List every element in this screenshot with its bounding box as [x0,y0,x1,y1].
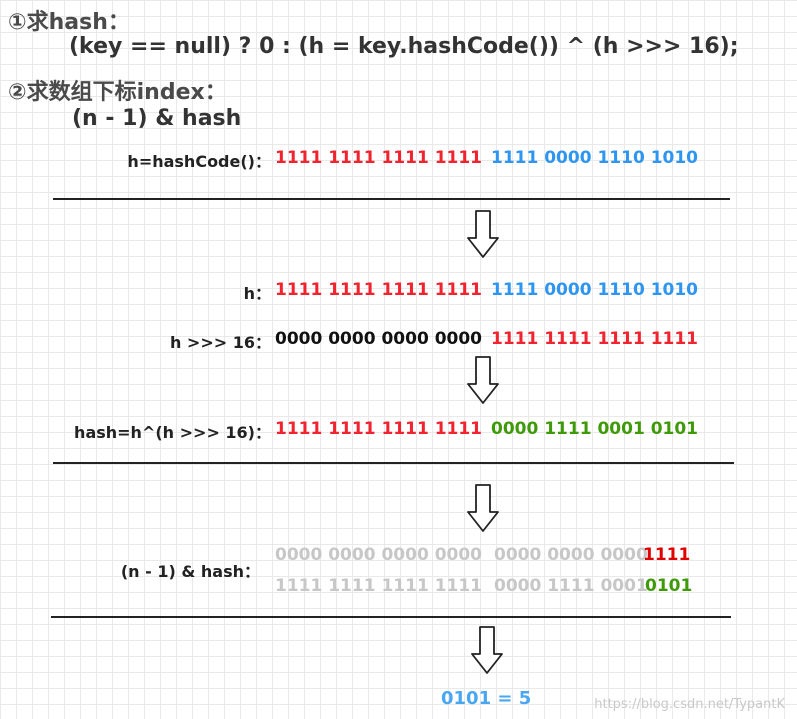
row-andop-line2-high: 1111 1111 1111 1111 [275,576,483,596]
row-andop-label: (n - 1) & hash： [120,562,260,581]
row-andop-line2-low: 0000 1111 0001 [494,576,648,596]
row-andop-line2-tail: 0101 [645,576,693,596]
row-andop-line1-low: 0000 0000 0000 [494,545,648,565]
row-hash-high: 1111 1111 1111 1111 [275,419,483,439]
watermark: https://blog.csdn.net/TypantK [594,697,785,712]
row-hashcode-high: 1111 1111 1111 1111 [275,148,483,168]
result-value: 0101 = 5 [441,688,532,709]
divider-3 [51,616,731,618]
down-arrow-icon [467,484,499,532]
row-shift-label: h >>> 16： [169,333,271,352]
step1-formula: (key == null) ? 0 : (h = key.hashCode())… [69,34,739,59]
row-h-low: 1111 0000 1110 1010 [491,280,699,300]
row-hashcode-label: h=hashCode()： [127,152,271,171]
row-shift-low: 1111 1111 1111 1111 [491,329,699,349]
row-hashcode-low: 1111 0000 1110 1010 [491,148,699,168]
row-hash-label: hash=h^(h >>> 16)： [74,423,271,442]
row-h-label: h： [243,284,271,303]
step1-title: ①求hash： [8,10,130,35]
divider-2 [53,462,734,464]
row-h-high: 1111 1111 1111 1111 [275,280,483,300]
row-andop-line1-tail: 1111 [643,545,691,565]
row-shift-high: 0000 0000 0000 0000 [275,329,483,349]
down-arrow-icon [471,626,503,674]
step2-formula: (n - 1) & hash [72,106,242,131]
divider-1 [53,198,730,200]
row-hash-low: 0000 1111 0001 0101 [491,419,699,439]
row-andop-line1-high: 0000 0000 0000 0000 [275,545,483,565]
down-arrow-icon [467,356,499,404]
step2-title: ②求数组下标index： [8,80,227,105]
down-arrow-icon [467,210,499,258]
